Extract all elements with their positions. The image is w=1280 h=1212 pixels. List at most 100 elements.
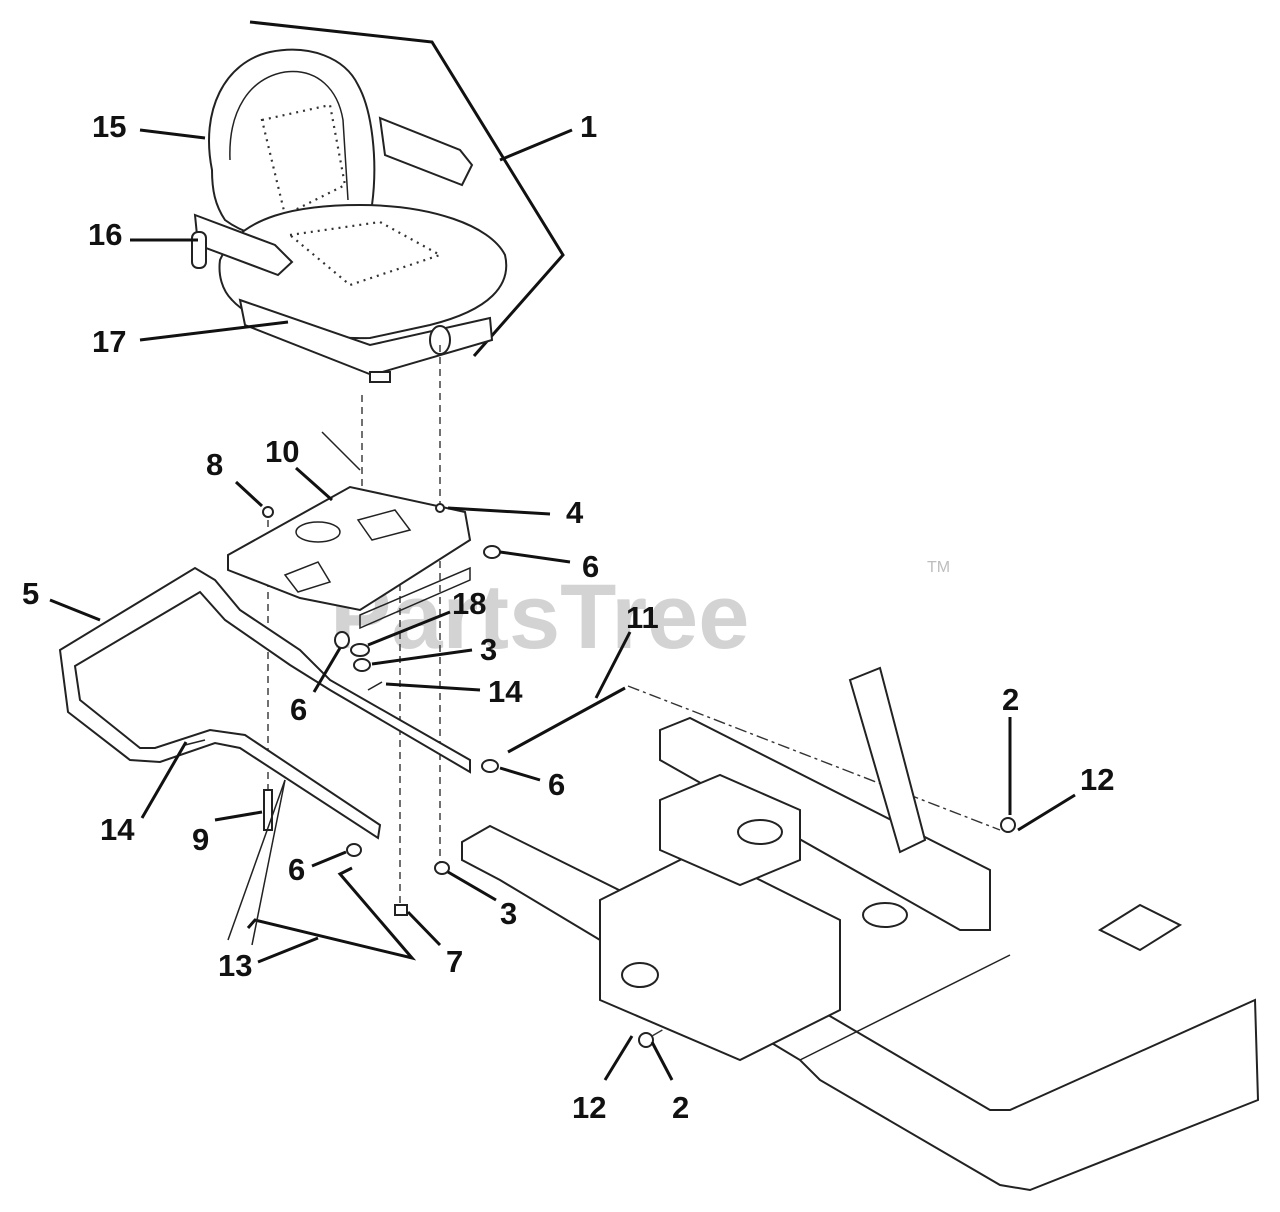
- seat-plate-slot-1: [356, 509, 412, 541]
- callout-12-bottom: 12: [572, 1090, 606, 1125]
- leader-2-bottom: [650, 1041, 674, 1081]
- nut-3-low: [434, 861, 450, 875]
- leader-4: [447, 506, 551, 516]
- leader-8: [234, 480, 264, 508]
- chassis-hole-2: [737, 819, 783, 845]
- leader-6-top: [499, 550, 571, 564]
- watermark-trademark: TM: [927, 559, 950, 576]
- callout-6-low: 6: [288, 852, 305, 887]
- chassis-main-rail: [461, 824, 1260, 1192]
- callout-18: 18: [452, 586, 486, 621]
- seat-base: [238, 298, 494, 377]
- callout-6-right: 6: [548, 767, 565, 802]
- bushing-6-low: [346, 843, 362, 857]
- leader-5: [49, 598, 101, 622]
- seat-back-panel: [229, 70, 349, 201]
- chassis-center-block: [599, 848, 841, 1062]
- callout-17: 17: [92, 324, 126, 359]
- callout-13: 13: [218, 948, 252, 983]
- left-armrest-knob: [191, 231, 207, 269]
- leader-11: [594, 631, 632, 699]
- seat-plate-lip: [359, 566, 471, 630]
- right-armrest: [378, 116, 474, 187]
- bushing-6-top: [483, 545, 501, 559]
- callout-15: 15: [92, 109, 126, 144]
- leader-12-top: [1017, 793, 1076, 832]
- linkage-13: [246, 866, 417, 961]
- seat-cushion: [218, 203, 508, 340]
- washer-18: [350, 643, 370, 657]
- leader-18: [367, 610, 451, 647]
- clip-7: [394, 904, 408, 916]
- callout-6-mid: 6: [290, 692, 307, 727]
- nut-2-bottom: [638, 1032, 654, 1048]
- leader-14-right: [385, 682, 481, 692]
- leader-13: [257, 936, 319, 964]
- linkage-guide-1: [227, 779, 286, 941]
- bushing-6-right: [481, 759, 499, 773]
- callout-7: 7: [446, 944, 463, 979]
- leader-3-low: [447, 870, 497, 902]
- callout-3-top: 3: [480, 632, 497, 667]
- callout-4: 4: [566, 495, 584, 530]
- leader-6-right: [499, 766, 541, 782]
- nut-4: [435, 503, 445, 513]
- callout-10: 10: [265, 434, 299, 469]
- chassis-hole-1: [862, 902, 908, 928]
- leader-lines: [49, 128, 1076, 1081]
- bushing-6-mid: [334, 631, 350, 649]
- chassis-right-arm: [1097, 903, 1183, 952]
- leader-17: [139, 320, 289, 342]
- callout-3-low: 3: [500, 896, 517, 931]
- callout-5: 5: [22, 576, 39, 611]
- pivot-rod: [507, 686, 626, 754]
- seat-cushion-stitching: [287, 220, 443, 287]
- leader-6-low: [311, 850, 347, 868]
- chassis-rear-rail: [659, 716, 991, 931]
- leader-12-bottom: [603, 1035, 634, 1081]
- callout-12-top: 12: [1080, 762, 1114, 797]
- screw-14-left: [184, 739, 206, 746]
- callout-14-right: 14: [488, 674, 523, 709]
- seat-frame: [58, 566, 471, 840]
- seat-mount-stud: [369, 371, 391, 383]
- chassis-upright: [848, 666, 927, 854]
- rod-centerline: [627, 685, 1001, 831]
- seat-plate-hole-1: [295, 521, 341, 543]
- callout-8: 8: [206, 447, 223, 482]
- screw-14-right: [367, 681, 383, 691]
- leader-1: [499, 128, 573, 162]
- bolt-9: [263, 789, 273, 831]
- leader-15: [139, 128, 206, 140]
- callout-11: 11: [626, 600, 659, 635]
- leader-9: [214, 810, 263, 822]
- seat-plate-slot-2: [283, 561, 332, 593]
- seat-back: [208, 48, 376, 243]
- leader-6-mid: [312, 647, 342, 693]
- chassis-cross-member: [799, 954, 1011, 1061]
- leader-14-left: [140, 741, 188, 819]
- callout-14-left: 14: [100, 812, 135, 847]
- callout-2-bottom: 2: [672, 1090, 689, 1125]
- callout-1: 1: [580, 109, 597, 144]
- chassis-hole-3: [621, 962, 659, 988]
- callout-6-top: 6: [582, 549, 599, 584]
- bolt-8: [262, 506, 274, 518]
- callout-9: 9: [192, 822, 209, 857]
- leader-3-top: [371, 648, 473, 666]
- linkage-guide-2: [251, 779, 286, 946]
- leader-10: [295, 466, 333, 502]
- callouts: 15 1 16 17 8 10 4 6 5 18 3 11 14 6 6 2 1…: [22, 109, 1114, 1125]
- seat-assembly-bracket: [249, 20, 565, 357]
- seat-plate: [227, 431, 472, 630]
- adjuster-knob: [429, 325, 451, 355]
- chassis-upper-block: [659, 773, 801, 887]
- seat-frame-tube: [58, 566, 471, 840]
- seat-assembly: [191, 20, 565, 383]
- chassis-frame: [461, 666, 1260, 1192]
- callout-2-top: 2: [1002, 682, 1019, 717]
- leader-7: [406, 910, 442, 947]
- callout-16: 16: [88, 217, 122, 252]
- nut-2-top: [1000, 817, 1016, 833]
